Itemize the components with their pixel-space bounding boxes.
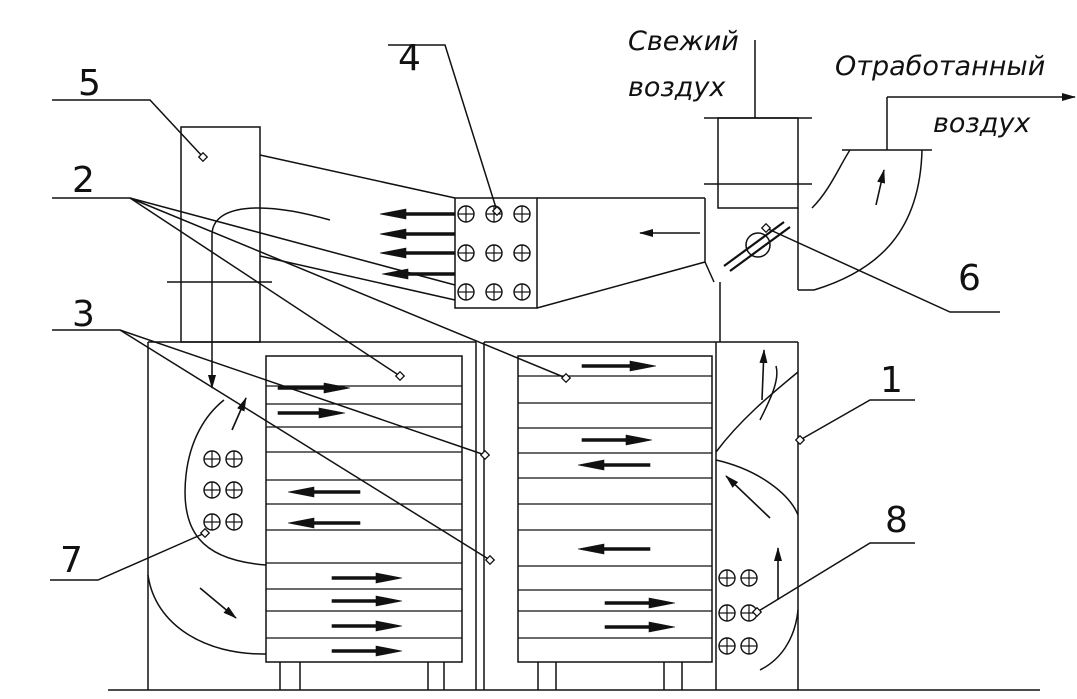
shelf-flow-arrow [331,595,403,607]
shelf-flow-arrow [287,486,361,498]
heater-outlet-arrow [379,247,456,259]
leader-lines [50,44,1000,613]
heater-tube [513,283,531,301]
callout-markers [197,151,806,618]
label-5: 5 [78,63,101,104]
shelf-flow-arrow [604,621,676,633]
heater-tube [513,244,531,262]
shelf-flow-arrow [331,645,403,657]
pipe-unit [718,569,736,587]
fresh-air-caption-line2: воздух [628,72,726,103]
heater-tube [457,283,475,301]
callout-marker [394,370,406,382]
pipe-unit [740,569,758,587]
heater-pipes-left [203,450,243,531]
pipe-unit [225,513,243,531]
pipe-unit [203,513,221,531]
shelf-flow-arrow [577,543,651,555]
pipe-unit [203,450,221,468]
heater-outlet-arrow [379,228,456,240]
upflow-arrow [759,349,768,401]
heater-outlet-arrow [379,208,456,220]
exhaust-duct [811,97,932,291]
callout-marker [199,527,211,539]
callout-marker [197,151,209,163]
shelf-flow-arrow [277,382,351,394]
callout-marker [560,372,572,384]
callout-marker [491,205,503,217]
downflow-arrow [199,587,237,619]
label-4: 4 [398,38,421,79]
callout-marker [479,449,491,461]
shelf-flow-arrow [581,360,657,372]
heater-tube [485,283,503,301]
pipe-unit [740,637,758,655]
exhaust-air-caption-line2: воздух [933,108,1031,139]
upflow-arrow [231,397,247,431]
heater-tube [485,244,503,262]
label-2: 2 [72,160,95,201]
pipe-unit [203,481,221,499]
heater-pipes-right [718,569,758,655]
pipe-unit [225,481,243,499]
recirculation-duct [167,126,456,343]
callout-marker [794,434,806,446]
shelf-flow-arrow [604,597,676,609]
upflow-arrow [725,475,771,519]
label-7: 7 [60,540,83,581]
shelf-flow-arrow [331,620,403,632]
shelf-flow-arrow [577,459,651,471]
damper [723,221,791,272]
fresh-air-caption-line1: Свежий [628,26,739,57]
airflow-arrows [199,169,886,657]
heater-tube [485,205,503,223]
label-6: 6 [958,258,981,299]
shelves-right [518,375,712,639]
pipe-unit [718,637,736,655]
pipe-unit [225,450,243,468]
label-8: 8 [885,500,908,541]
trolley-right [517,355,713,690]
heater-tubes [457,205,531,301]
trolley-left [265,355,463,690]
shelf-flow-arrow [277,407,346,419]
callout-marker [484,554,496,566]
heater-tube [513,205,531,223]
label-1: 1 [880,360,903,401]
fresh-air-inlet [704,40,814,291]
exhaust-arrow [875,169,886,206]
callout-marker [751,606,763,618]
callout-marker [760,222,772,234]
exhaust-air-caption-line1: Отработанный [835,51,1045,82]
main-housing [147,282,799,690]
airflow-paths [147,207,799,671]
label-3: 3 [72,294,95,335]
heater-tube [457,244,475,262]
heater-tube [457,205,475,223]
shelf-flow-arrow [287,517,361,529]
pipe-unit [718,604,736,622]
heater-outlet-arrow [381,268,456,280]
shelf-flow-arrow [331,572,403,584]
shelf-flow-arrow [581,434,653,446]
shelves-left [266,385,462,639]
